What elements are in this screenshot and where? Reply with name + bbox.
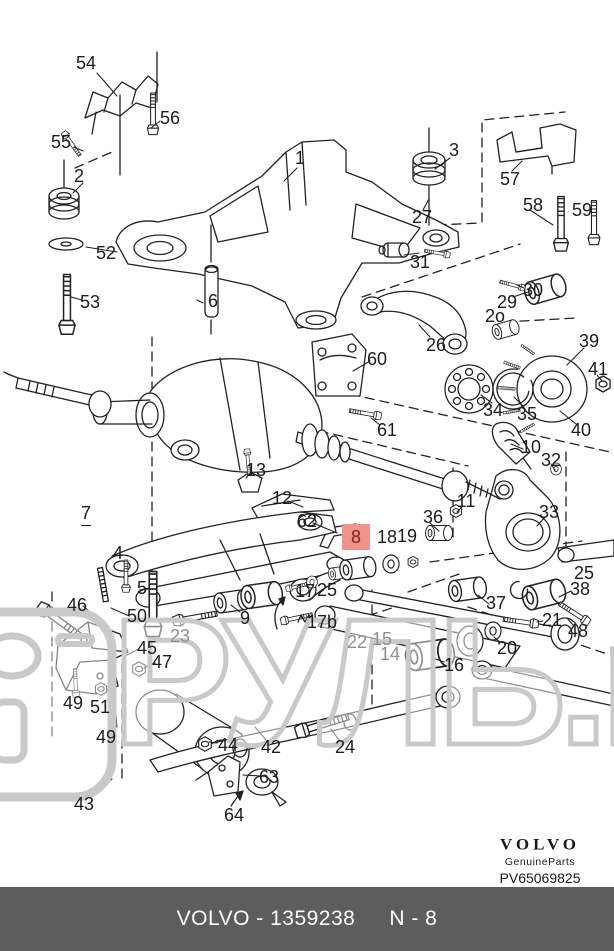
- footer-page-number: N - 8: [389, 907, 438, 930]
- lower-crossmember: [105, 511, 346, 608]
- knuckle-33: [484, 469, 561, 571]
- subframe: [115, 139, 460, 330]
- mount-2: [48, 159, 80, 220]
- brand-block: VOLVO GenuineParts PV65069825: [470, 835, 610, 886]
- plate-60: [311, 333, 367, 397]
- watermark-icon: [0, 607, 117, 802]
- differential: [92, 357, 323, 473]
- mount-3: [412, 127, 446, 226]
- cv-boot-10: [491, 421, 532, 470]
- wheel-hub-assembly: [497, 344, 588, 433]
- upper-control-arm-26: [360, 290, 468, 355]
- bracket-63: [195, 755, 241, 797]
- bracket-57: [496, 123, 577, 175]
- genuine-parts-label: GenuineParts: [504, 856, 576, 868]
- dashed-guides: [51, 111, 611, 779]
- bushing-36: [425, 525, 453, 541]
- sleeve-6: [204, 224, 219, 335]
- bushing-29: [521, 271, 570, 307]
- arm-eye-roller: [456, 625, 484, 657]
- right-drive-axle: [295, 423, 501, 502]
- snap-ring-35: [492, 368, 534, 410]
- right-edge-arm: [471, 539, 614, 707]
- footer-bar: VOLVO - 1359238 N - 8: [0, 887, 614, 951]
- bushing-8: [338, 555, 378, 582]
- watermark: РУЛЬ.ru: [0, 580, 614, 802]
- part-code: PV65069825: [499, 870, 581, 886]
- line-art: [3, 51, 614, 807]
- fitting-31: [378, 242, 410, 258]
- nut-41: [595, 375, 611, 393]
- stabilizer-link: [289, 571, 341, 602]
- footer-catalog-number: VOLVO - 1359238: [176, 907, 356, 930]
- washer-52: [48, 237, 84, 251]
- bearing-34: [444, 364, 494, 414]
- volvo-logo: VOLVO: [499, 835, 581, 854]
- watermark-text: РУЛЬ.ru: [112, 582, 614, 783]
- bracket-54: [84, 51, 159, 176]
- bolt-53: [58, 273, 76, 336]
- left-drive-axle: [3, 371, 112, 418]
